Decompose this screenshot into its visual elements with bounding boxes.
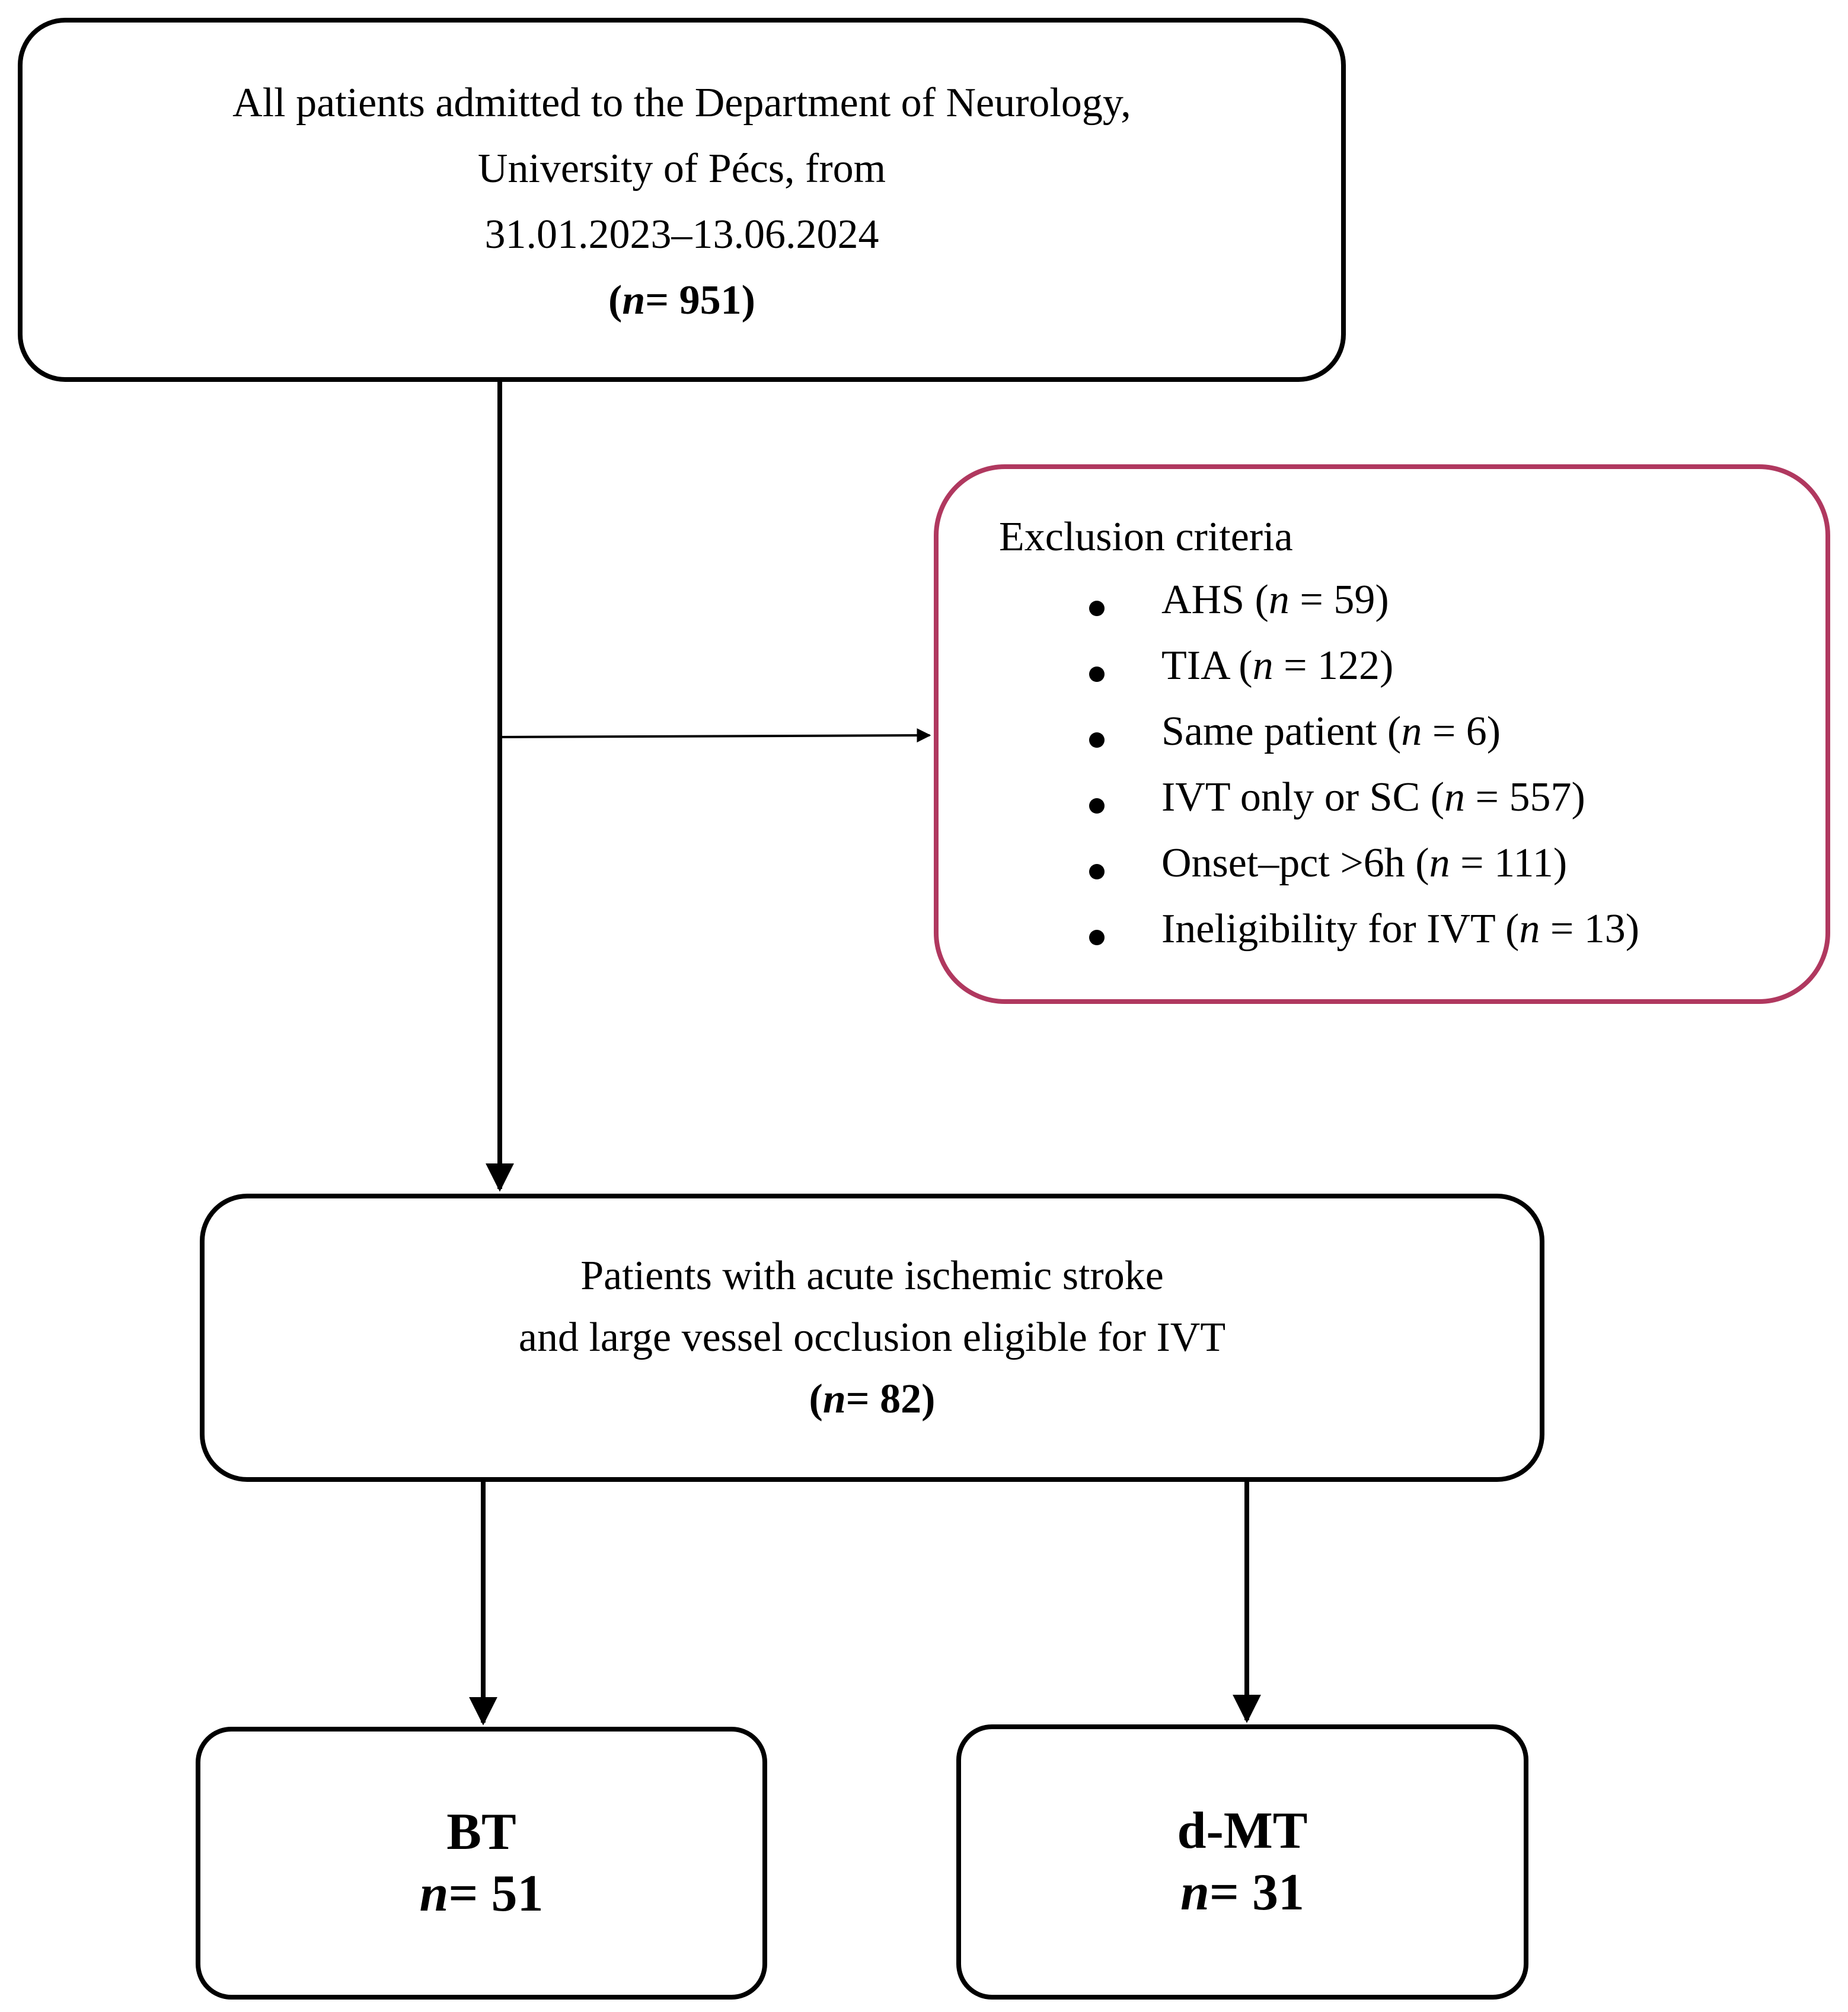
eligible-line2: and large vessel occlusion eligible for … (518, 1315, 1226, 1360)
bullet-icon (1089, 930, 1105, 945)
exclusion-item: TIA (n = 122) (939, 645, 1825, 704)
bullet-icon (1089, 601, 1105, 616)
all-patients-line2: University of Pécs, from (477, 145, 886, 192)
all-patients-dates: 31.01.2023–13.06.2024 (484, 211, 879, 257)
eligible-patients-box: Patients with acute ischemic stroke and … (200, 1194, 1544, 1482)
dmt-group-box: d-MT n = 31 (956, 1724, 1528, 2000)
all-patients-box: All patients admitted to the Department … (18, 18, 1346, 382)
eligible-line1: Patients with acute ischemic stroke (580, 1253, 1164, 1299)
exclusion-item: IVT only or SC (n = 557) (939, 777, 1825, 836)
bullet-icon (1089, 667, 1105, 682)
bullet-icon (1089, 864, 1105, 879)
bullet-icon (1089, 798, 1105, 814)
exclusion-criteria-box: Exclusion criteria AHS (n = 59) TIA (n =… (934, 464, 1830, 1004)
bt-count: n = 51 (419, 1865, 544, 1922)
exclusion-item: AHS (n = 59) (939, 579, 1825, 639)
all-patients-line1: All patients admitted to the Department … (232, 79, 1131, 126)
exclusion-item: Ineligibility for IVT (n = 13) (939, 908, 1825, 968)
eligible-count: (n = 82) (809, 1376, 936, 1422)
bullet-icon (1089, 732, 1105, 748)
exclusion-item: Same patient (n = 6) (939, 711, 1825, 770)
all-patients-count: (n = 951) (608, 277, 755, 323)
bt-group-box: BT n = 51 (196, 1727, 767, 2000)
dmt-title: d-MT (1177, 1802, 1308, 1860)
dmt-count: n = 31 (1180, 1864, 1305, 1921)
arrow-to-exclusion (499, 728, 931, 743)
exclusion-item: Onset–pct >6h (n = 111) (939, 843, 1825, 902)
bt-title: BT (446, 1803, 516, 1861)
exclusion-title: Exclusion criteria (999, 514, 1293, 560)
